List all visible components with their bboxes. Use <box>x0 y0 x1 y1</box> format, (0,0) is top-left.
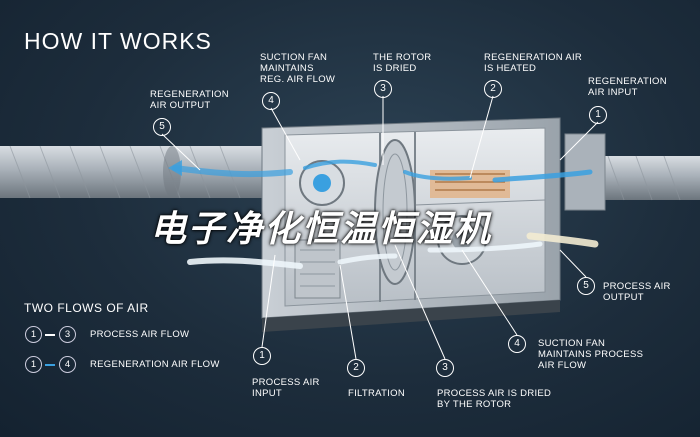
callout-leaders <box>161 95 599 360</box>
callout-number-process-dried: 3 <box>436 359 454 377</box>
callout-process-air-input: PROCESS AIR INPUT <box>252 377 320 399</box>
callout-filtration: FILTRATION <box>348 388 406 399</box>
callout-number-rotor-dried: 3 <box>374 80 392 98</box>
callout-process-dried-rotor: PROCESS AIR IS DRIED BY THE ROTOR <box>437 388 552 410</box>
legend-regeneration-from: 1 <box>25 356 42 373</box>
legend-process-from: 1 <box>25 326 42 343</box>
callout-number-reg-fan: 4 <box>262 92 280 110</box>
legend-process-dash <box>45 334 55 336</box>
legend-regeneration-to: 4 <box>59 356 76 373</box>
callout-reg-suction-fan: SUCTION FAN MAINTAINS REG. AIR FLOW <box>260 52 336 85</box>
legend-regeneration-dash <box>45 364 55 366</box>
legend-process-to: 3 <box>59 326 76 343</box>
callout-process-air-output: PROCESS AIR OUTPUT <box>603 281 671 303</box>
callout-number-filtration: 2 <box>347 359 365 377</box>
callout-number-process-output: 5 <box>577 277 595 295</box>
callout-number-reg-output: 5 <box>153 118 171 136</box>
watermark-text: 电子净化恒温恒湿机 <box>150 208 493 249</box>
callout-number-process-fan: 4 <box>508 335 526 353</box>
callout-rotor-dried: THE ROTOR IS DRIED <box>373 52 432 74</box>
legend-title: TWO FLOWS OF AIR <box>24 301 149 315</box>
page-title: HOW IT WORKS <box>24 28 212 54</box>
callout-number-reg-heated: 2 <box>484 80 502 98</box>
legend-regeneration-label: REGENERATION AIR FLOW <box>90 359 220 370</box>
callout-process-suction-fan: SUCTION FAN MAINTAINS PROCESS AIR FLOW <box>538 338 644 371</box>
callout-number-process-input: 1 <box>253 347 271 365</box>
regeneration-air-flow <box>168 159 593 183</box>
callout-reg-air-input: REGENERATION AIR INPUT <box>588 76 667 98</box>
legend-process-label: PROCESS AIR FLOW <box>90 329 190 340</box>
callout-reg-air-heated: REGENERATION AIR IS HEATED <box>484 52 583 74</box>
callout-reg-air-output: REGENERATION AIR OUTPUT <box>150 89 229 111</box>
process-air-flow <box>187 232 599 269</box>
callout-number-reg-input: 1 <box>589 106 607 124</box>
